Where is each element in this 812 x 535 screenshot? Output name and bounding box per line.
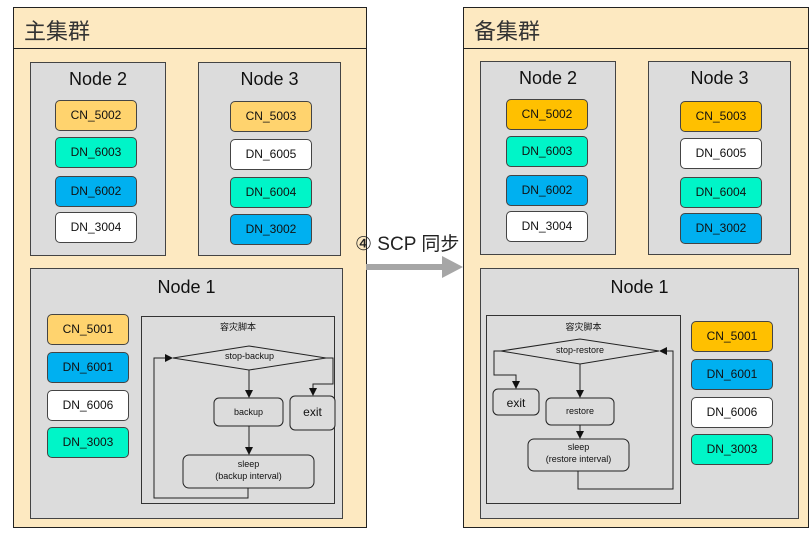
script-title: 容灾脚本 [565,322,602,332]
instance-dn-3003: DN_3003 [47,427,129,458]
instance-dn-3002: DN_3002 [680,213,762,244]
instance-cn-5003: CN_5003 [230,101,312,132]
restore-step [545,397,615,426]
instance-dn-6003: DN_6003 [55,137,137,168]
instance-dn-6006: DN_6006 [47,390,129,421]
node-title: Node 1 [157,277,216,297]
instance-cn-5002: CN_5002 [55,100,137,131]
instance-cn-5001: CN_5001 [691,321,773,352]
instance-dn-3004: DN_3004 [55,212,137,243]
instance-dn-3004: DN_3004 [506,211,588,242]
backup-step [213,397,284,427]
node-title: Node 3 [690,68,749,88]
sync-arrow-icon [366,256,463,278]
script-title: 容灾脚本 [219,322,256,332]
flow-lines [492,338,674,490]
instance-dn-3002: DN_3002 [230,214,312,245]
exit-label: exit [506,396,526,410]
exit-step [492,388,540,416]
sleep-step [527,438,630,472]
instance-dn-3003: DN_3003 [691,434,773,465]
node-title: Node 1 [610,277,669,297]
instance-dn-6004: DN_6004 [680,177,762,208]
exit-step [289,395,336,431]
instance-dn-6003: DN_6003 [506,136,588,167]
restore-label: restore [565,406,594,416]
instance-dn-6005: DN_6005 [680,138,762,169]
instance-cn-5002: CN_5002 [506,99,588,130]
instance-dn-6002: DN_6002 [55,176,137,207]
node-title: Node 2 [518,68,578,88]
node-title: Node 3 [240,69,299,89]
primary-cluster-title: 主集群 [14,8,366,49]
flow-lines [153,345,336,499]
instance-cn-5003: CN_5003 [680,101,762,132]
exit-label: exit [303,405,322,419]
instance-dn-6005: DN_6005 [230,139,312,170]
backup-script-flowchart: 容灾脚本 stop-backup backup exit sleep (back… [141,316,336,504]
sleep-interval-label: (backup interval) [215,471,282,481]
instance-dn-6002: DN_6002 [506,175,588,206]
standby-cluster-title: 备集群 [464,8,808,49]
sleep-step [182,454,315,489]
instance-dn-6004: DN_6004 [230,177,312,208]
instance-cn-5001: CN_5001 [47,314,129,345]
node-title: Node 2 [68,69,128,89]
backup-label: backup [233,407,264,417]
instance-dn-6006: DN_6006 [691,397,773,428]
restore-script-flowchart: 容灾脚本 stop-restore exit restore sleep (re… [486,315,681,504]
instance-dn-6001: DN_6001 [47,352,129,383]
sleep-label: sleep [237,459,260,469]
decision-label: stop-restore [555,345,605,355]
sleep-interval-label: (restore interval) [545,454,612,464]
decision-label: stop-backup [224,351,275,361]
instance-dn-6001: DN_6001 [691,359,773,390]
sleep-label: sleep [567,442,590,452]
scp-sync-label: ④ SCP 同步 [355,234,460,255]
